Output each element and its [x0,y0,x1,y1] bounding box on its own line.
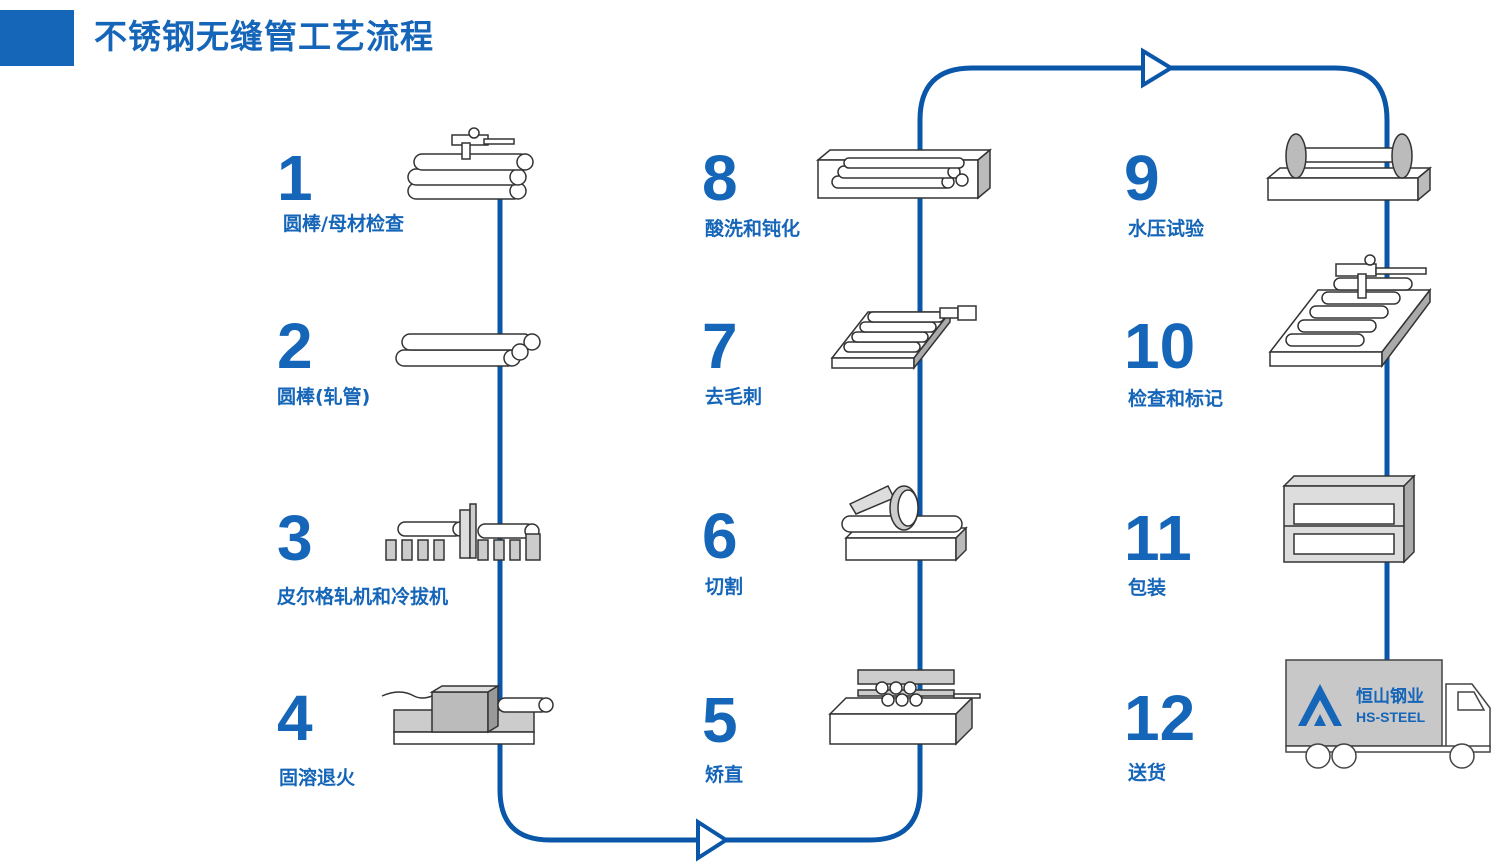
step-label-7: 去毛刺 [705,386,763,408]
step-label-2: 圆棒(轧管) [277,386,371,408]
title-accent-block [0,10,74,66]
packaging-icon [1282,474,1416,564]
step-label-6: 切割 [705,576,744,598]
step-number-5: 5 [702,684,738,756]
flow-arrow-bottom-icon [696,818,730,862]
step-label-12: 送货 [1128,762,1167,784]
inspection-marking-icon [1268,254,1432,369]
step-label-3: 皮尔格轧机和冷拔机 [277,586,449,608]
rolling-mill-icon [385,503,541,561]
step-number-11: 11 [1124,502,1192,574]
step-number-10: 10 [1124,310,1196,382]
step-number-12: 12 [1124,682,1196,754]
cutting-saw-icon [841,485,968,562]
step-label-1: 圆棒/母材检查 [283,213,404,235]
page-title: 不锈钢无缝管工艺流程 [94,17,434,56]
step-number-3: 3 [277,502,313,574]
step-number-7: 7 [702,310,738,382]
step-number-1: 1 [277,142,313,214]
delivery-truck-icon: 恒山钢业 HS-STEEL [1285,659,1491,769]
step-label-11: 包装 [1128,577,1167,599]
annealing-furnace-icon [381,684,554,745]
round-bars-icon [395,333,541,367]
step-label-9: 水压试验 [1128,218,1205,240]
hydro-test-icon [1265,133,1433,202]
bars-with-caliper-icon [407,127,534,200]
step-number-6: 6 [702,500,738,572]
brand-name-cn: 恒山钢业 [1356,686,1424,707]
pickling-tank-icon [815,148,993,200]
step-label-8: 酸洗和钝化 [705,218,801,240]
step-number-2: 2 [277,310,313,382]
step-label-5: 矫直 [705,764,744,786]
step-number-4: 4 [277,682,313,754]
step-number-8: 8 [702,142,738,214]
deburring-icon [830,305,977,371]
step-label-4: 固溶退火 [279,767,356,789]
flow-arrow-top-icon [1141,47,1175,89]
step-number-9: 9 [1124,142,1160,214]
straightener-icon [828,669,981,746]
step-label-10: 检查和标记 [1128,388,1224,410]
brand-name-en: HS-STEEL [1356,709,1426,725]
